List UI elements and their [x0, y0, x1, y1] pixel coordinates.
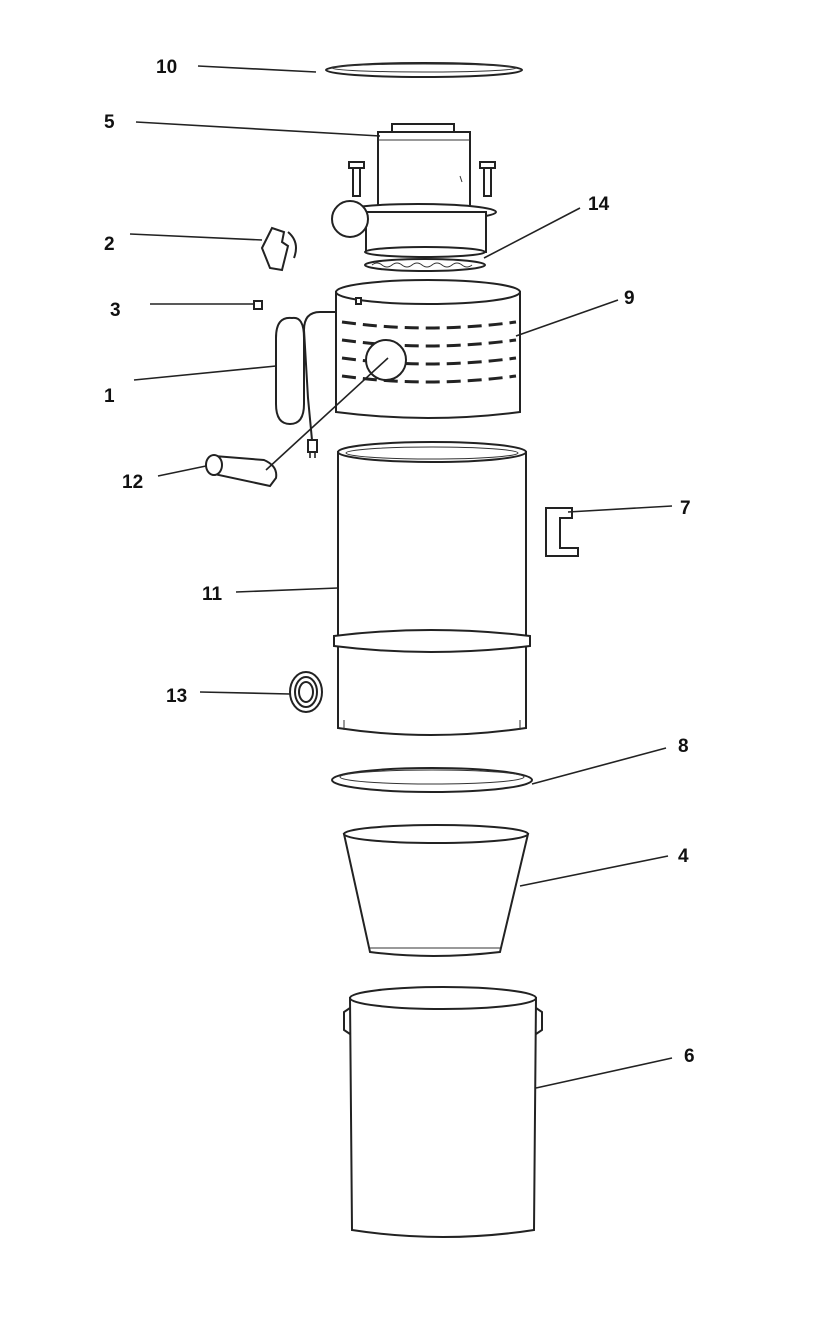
leader-line-2 [129, 233, 263, 241]
callout-3: 3 [110, 300, 121, 321]
callout-12: 12 [122, 472, 143, 493]
part-main-canister [333, 441, 531, 736]
leader-line-9 [515, 299, 619, 337]
callout-1: 1 [104, 386, 115, 407]
leader-line-6 [535, 1057, 673, 1089]
part-power-cord [275, 311, 340, 458]
leader-line-7 [567, 505, 673, 513]
part-switch [260, 226, 297, 272]
callout-11: 11 [202, 584, 223, 605]
part-inlet-elbow [205, 454, 278, 488]
part-seal-ring [331, 767, 533, 793]
part-small-fastener [253, 300, 263, 310]
callout-5: 5 [104, 112, 115, 133]
leader-line-13 [199, 691, 291, 695]
leader-line-10 [197, 65, 317, 73]
part-filter-cone [342, 824, 530, 957]
leader-line-11 [235, 587, 339, 593]
part-motor-housing [335, 279, 521, 419]
leader-line-4 [519, 855, 669, 887]
part-dirt-bucket [343, 986, 543, 1238]
part-gasket [364, 258, 486, 272]
leader-line-5 [135, 121, 381, 137]
callout-4: 4 [678, 846, 689, 867]
leader-line-8 [531, 747, 667, 785]
leader-line-14 [483, 207, 581, 259]
callout-9: 9 [624, 288, 635, 309]
part-coil-ring [289, 671, 323, 713]
part-wall-bracket [545, 507, 579, 557]
leader-line-1 [133, 365, 277, 381]
callout-6: 6 [684, 1046, 695, 1067]
part-motor [331, 123, 497, 258]
leader-line-12b [265, 357, 389, 471]
callout-13: 13 [166, 686, 187, 707]
callout-8: 8 [678, 736, 689, 757]
leader-line-12 [157, 465, 207, 477]
callout-2: 2 [104, 234, 115, 255]
callout-10: 10 [156, 57, 177, 78]
part-lid-top [325, 62, 523, 78]
callout-14: 14 [588, 194, 610, 215]
callout-7: 7 [680, 498, 691, 519]
